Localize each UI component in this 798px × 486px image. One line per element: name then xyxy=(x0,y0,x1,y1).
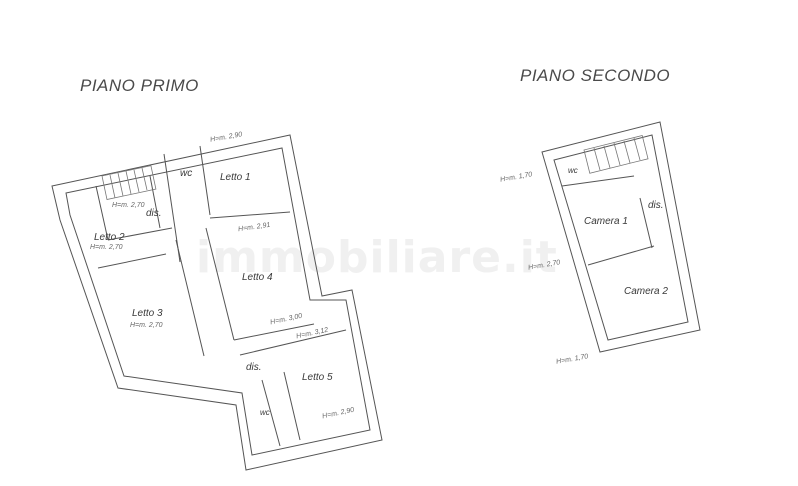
room-label-camera-2: Camera 2 xyxy=(624,286,668,297)
height-letto-2: H=m. 2,70 xyxy=(90,244,123,251)
room-label-dis-2: dis. xyxy=(246,362,262,373)
room-label-letto-2: Letto 2 xyxy=(94,232,125,243)
second-floor-outer-wall xyxy=(541,121,701,353)
height-letto-3: H=m. 2,70 xyxy=(130,322,163,329)
room-label-camera-1: Camera 1 xyxy=(584,216,628,227)
room-label-wc-2: wc xyxy=(260,408,270,417)
second-floor-title: PIANO SECONDO xyxy=(520,66,671,85)
room-label-letto-4: Letto 4 xyxy=(242,272,273,283)
room-label-dis-2nd: dis. xyxy=(648,200,664,211)
first-floor-title: PIANO PRIMO xyxy=(80,76,199,95)
room-label-dis: dis. xyxy=(146,208,162,219)
room-label-letto-3: Letto 3 xyxy=(132,308,163,319)
second-floor-inner-wall xyxy=(553,134,689,341)
room-label-letto-1: Letto 1 xyxy=(220,172,251,183)
watermark: immobiliare.it xyxy=(196,232,558,283)
room-label-wc: wc xyxy=(180,168,193,179)
room-label-letto-5: Letto 5 xyxy=(302,372,333,383)
first-floor-outer-wall xyxy=(51,134,383,471)
first-floor-inner-wall xyxy=(65,147,371,456)
room-label-wc-2nd: wc xyxy=(568,166,578,175)
height-dis: H=m. 2,70 xyxy=(112,202,145,209)
